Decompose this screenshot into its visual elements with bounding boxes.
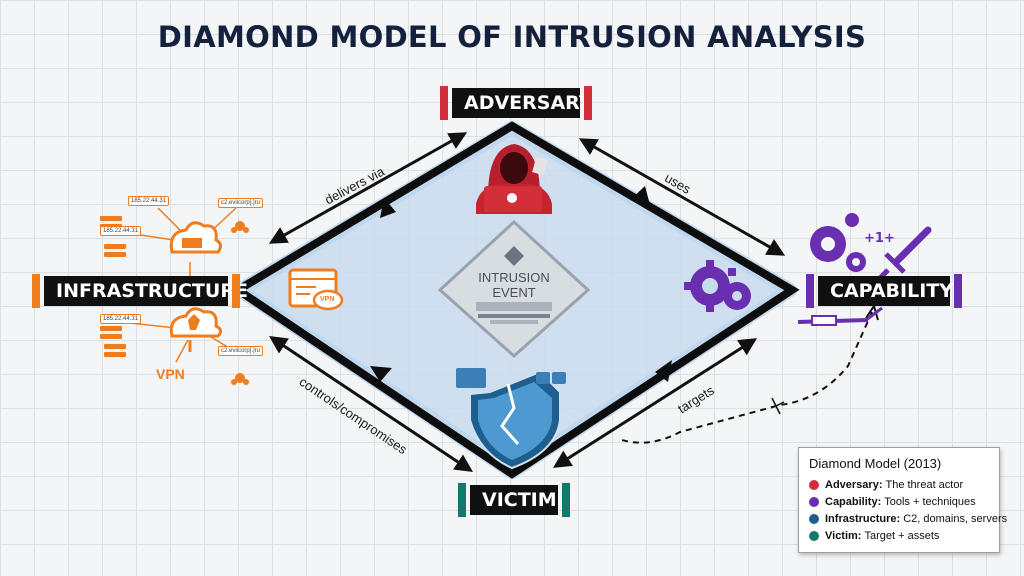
page-title: DIAMOND MODEL OF INTRUSION ANALYSIS [157,20,867,54]
vpn-window-icon [288,268,344,311]
arrow-controls [269,336,473,472]
dashed-arrowhead [865,303,879,321]
vpn-badge-text: VPN [320,296,335,303]
legend-item: Adversary: The threat actor [809,476,989,493]
legend-dot-infrastructure [809,513,819,524]
svg-text:+1+: +1+ [864,231,895,246]
hooded-hacker-icon [476,144,552,214]
arrow-delivers-via [268,132,468,244]
legend-name: Infrastructure: [825,512,901,525]
syringe-icon [797,306,883,326]
legend-desc: The threat actor [885,478,964,491]
cloud-server-icon-2 [169,307,223,352]
legend-name: Adversary: [825,478,883,491]
vpn-text: VPN [156,366,185,382]
legend-name: Victim: [825,529,862,542]
legend: Diamond Model (2013) Adversary: The thre… [798,447,1007,553]
arrow-uses [578,138,786,256]
legend-name: Capability: [825,495,882,508]
ip-chip-2: 185.22.44.31 [100,226,142,236]
legend-desc: Tools + techniques [884,495,976,508]
legend-dot-adversary [809,479,819,490]
capability-label: CAPABILITY [806,274,962,308]
legend-desc: Target + assets [864,529,940,542]
adversary-label: ADVERSARY [440,86,593,120]
infrastructure-label: INFRASTRUCTURE [32,274,248,308]
legend-dot-capability [809,496,819,507]
ip-chip-1: 185.22.44.31 [128,196,170,206]
domain-chip-1: c2.evilcorp[.]ru [218,198,264,208]
shield-icon [456,368,566,470]
cursor-icon [771,397,785,415]
capability-tools-icon: +1+ [810,213,895,272]
intrusion-event-line1: INTRUSION [478,270,550,285]
legend-desc: C2, domains, servers [903,512,1008,525]
intrusion-event-icon [437,219,591,359]
legend-item: Victim: Target + assets [809,527,989,544]
server-stacks [100,216,126,357]
legend-title: Diamond Model (2013) [809,456,942,471]
legend-item: Infrastructure: C2, domains, servers [809,510,1007,527]
legend-item: Capability: Tools + techniques [809,493,989,510]
ip-chip-3: 185.22.44.31 [100,314,142,324]
domain-chip-2: c2.evilcorp[.]ru [218,346,264,356]
arrow-targets [552,338,758,468]
fan-icons [231,221,249,385]
intrusion-event-text: INTRUSION EVENT [464,270,564,300]
intrusion-event-line2: EVENT [492,285,536,300]
legend-dot-victim [809,530,819,541]
victim-label: VICTIM [458,483,570,517]
cloud-server-icon [169,221,223,254]
gears-icon [684,260,751,312]
